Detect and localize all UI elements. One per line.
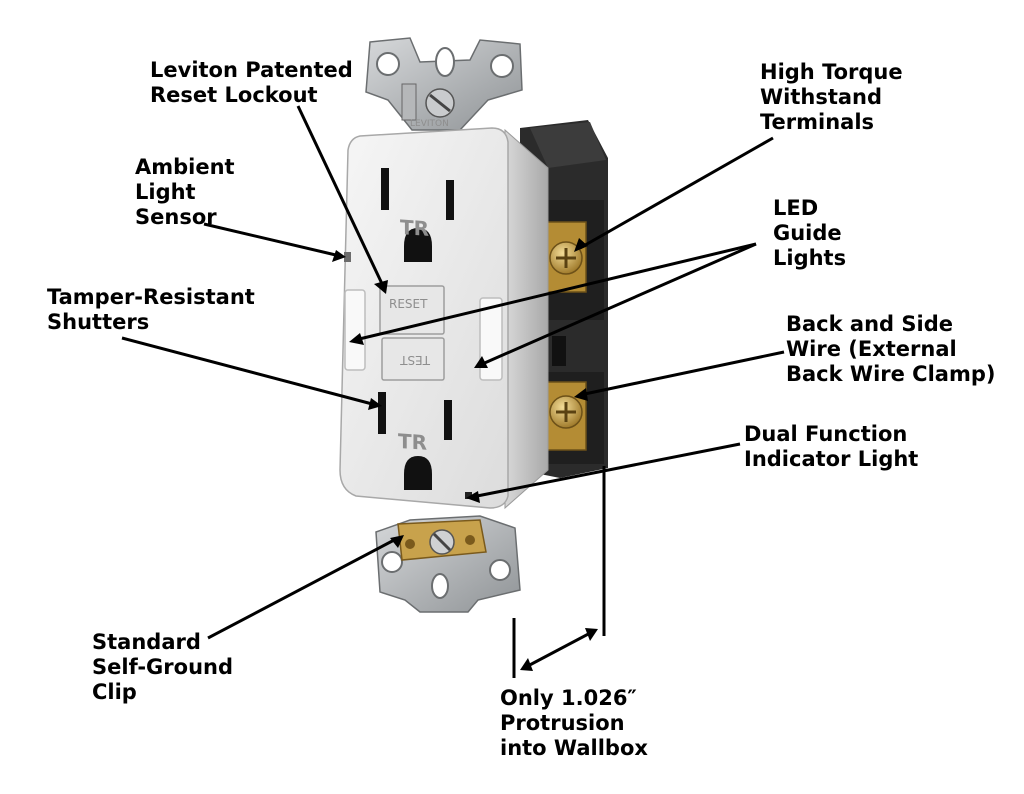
upper-terminal-screw	[545, 221, 587, 293]
dimension-arrow	[523, 629, 595, 670]
label-dual-function-indicator: Dual Function Indicator Light	[744, 422, 919, 471]
arrowheads	[332, 238, 598, 671]
callout-line-led-1	[354, 242, 757, 342]
callout-line-led-2	[479, 242, 757, 367]
callout-line-high-torque	[579, 136, 774, 250]
label-protrusion: Only 1.026″ Protrusion into Wallbox	[500, 686, 648, 760]
callout-line-dual-function	[471, 442, 741, 499]
callout-line-ambient-sensor	[203, 222, 341, 258]
reset-button-label: RESET	[389, 297, 428, 311]
callout-line-back-wire	[579, 350, 785, 397]
brand-marking: LEVITON	[410, 119, 449, 129]
label-back-side-wire: Back and Side Wire (External Back Wire C…	[786, 312, 996, 386]
self-ground-clip	[397, 519, 487, 561]
callout-lines	[121, 105, 785, 678]
label-reset-lockout: Leviton Patented Reset Lockout	[150, 58, 353, 107]
tr-marking-top: TR	[400, 215, 430, 241]
label-high-torque-terminals: High Torque Withstand Terminals	[760, 60, 903, 134]
lower-terminal-screw	[545, 381, 587, 451]
top-mounting-strap	[365, 37, 523, 131]
label-self-ground-clip: Standard Self-Ground Clip	[92, 630, 234, 704]
callout-line-shutters	[121, 336, 377, 407]
test-button[interactable]: TEST	[381, 337, 445, 381]
callout-line-ground-clip	[207, 536, 399, 640]
tr-marking-bottom: TR	[398, 429, 428, 455]
label-tamper-resistant-shutters: Tamper-Resistant Shutters	[47, 285, 255, 334]
test-button-label: TEST	[399, 353, 431, 367]
label-ambient-light-sensor: Ambient Light Sensor	[135, 155, 235, 229]
callout-line-reset-lockout	[296, 105, 386, 289]
label-led-guide-lights: LED Guide Lights	[773, 196, 847, 270]
